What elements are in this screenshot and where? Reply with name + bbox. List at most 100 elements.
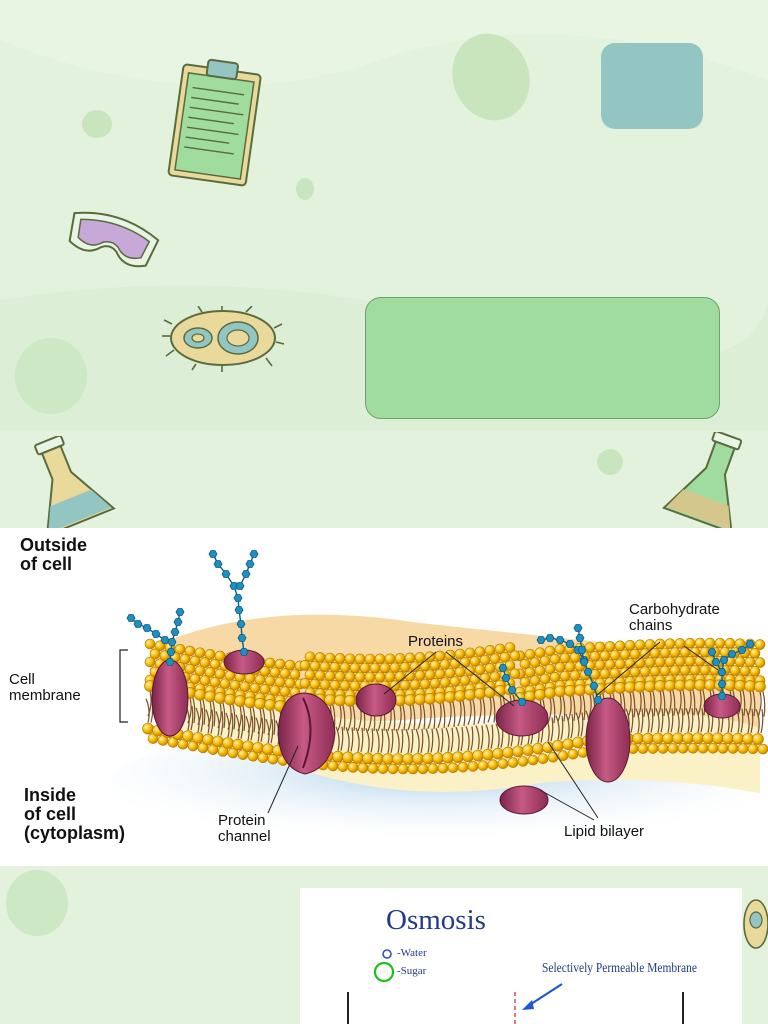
lipid-head	[680, 665, 690, 675]
lipid-head	[415, 652, 425, 662]
lipid-head	[245, 697, 256, 708]
lipid-head	[405, 653, 415, 663]
green-placeholder-box	[365, 297, 720, 419]
lipid-head	[420, 679, 430, 689]
lipid-head	[325, 694, 336, 705]
lipid-head	[388, 764, 398, 774]
sugar-unit	[240, 649, 248, 656]
lipid-head	[335, 671, 345, 681]
lipid-head	[433, 753, 444, 764]
lipid-head	[570, 670, 580, 680]
lipid-head	[305, 652, 315, 662]
lipid-head	[630, 667, 640, 677]
decorative-blob	[15, 338, 87, 414]
lipid-head	[365, 654, 375, 664]
sugar-unit	[578, 647, 586, 654]
lipid-head	[585, 643, 595, 653]
sugar-unit	[143, 625, 151, 632]
lipid-head	[705, 638, 715, 648]
lipid-head	[655, 657, 665, 667]
lipid-head	[533, 743, 544, 754]
sugar-unit	[576, 635, 584, 642]
lipid-head	[625, 682, 636, 693]
lipid-head	[350, 681, 360, 691]
lipid-head	[345, 695, 356, 706]
lipid-head	[678, 743, 688, 753]
sugar-unit	[718, 669, 726, 676]
sugar-unit	[237, 621, 245, 628]
lipid-head	[373, 753, 384, 764]
sugar-unit	[176, 609, 184, 616]
decorative-blob	[597, 449, 623, 475]
lipid-head	[300, 660, 310, 670]
lipid-head	[510, 669, 520, 679]
lipid-tail	[761, 709, 763, 733]
lipid-head	[538, 754, 548, 764]
sugar-unit	[214, 561, 222, 568]
sugar-unit	[712, 659, 720, 666]
lipid-head	[503, 747, 514, 758]
lipid-head	[430, 660, 440, 670]
lipid-head	[703, 733, 714, 744]
lipid-head	[590, 651, 600, 661]
lipid-head	[675, 638, 685, 648]
lipid-head	[688, 743, 698, 753]
sugar-unit	[546, 635, 554, 642]
lipid-head	[205, 691, 216, 702]
lipid-head	[630, 649, 640, 659]
lipid-head	[468, 761, 478, 771]
lipid-head	[383, 753, 394, 764]
lipid-head	[660, 648, 670, 658]
lipid-head	[338, 762, 348, 772]
sugar-unit	[537, 637, 545, 644]
lipid-head	[548, 752, 558, 762]
osmosis-graphics	[300, 888, 742, 1024]
lipid-head	[380, 663, 390, 673]
sugar-unit	[508, 687, 516, 694]
teal-placeholder-box	[601, 43, 703, 129]
sugar-unit	[171, 629, 179, 636]
lipid-head	[568, 749, 578, 759]
carbohydrate-chains-label: Carbohydrate chains	[629, 602, 720, 634]
lipid-head	[425, 670, 435, 680]
sugar-unit	[234, 595, 242, 602]
lipid-head	[330, 680, 340, 690]
lipid-head	[403, 753, 414, 764]
lipid-head	[375, 672, 385, 682]
lipid-head	[263, 744, 274, 755]
lipid-head	[555, 662, 565, 672]
lipid-head	[673, 733, 684, 744]
inside-of-cell-label: Inside of cell (cytoplasm)	[24, 786, 125, 843]
lipid-head	[605, 641, 615, 651]
lipid-head	[203, 734, 214, 745]
sugar-unit	[161, 637, 169, 644]
lipid-head	[335, 653, 345, 663]
sugar-unit	[584, 669, 592, 676]
lipid-head	[315, 670, 325, 680]
lipid-head	[343, 752, 354, 763]
lipid-head	[665, 680, 676, 691]
lipid-head	[233, 739, 244, 750]
sugar-unit	[590, 683, 598, 690]
lipid-head	[735, 657, 745, 667]
lipid-head	[225, 694, 236, 705]
lipid-head	[730, 665, 740, 675]
lipid-head	[463, 751, 474, 762]
lipid-head	[415, 670, 425, 680]
lipid-head	[390, 663, 400, 673]
sugar-unit	[718, 693, 726, 700]
lipid-head	[355, 654, 365, 664]
lipid-head	[195, 689, 206, 700]
lipid-head	[518, 756, 528, 766]
lipid-head	[745, 657, 755, 667]
lipid-head	[425, 693, 436, 704]
sugar-unit	[708, 649, 716, 656]
lipid-head	[725, 638, 735, 648]
lipid-head	[560, 671, 570, 681]
sugar-unit	[127, 615, 135, 622]
lipid-head	[528, 755, 538, 765]
sugar-unit	[235, 607, 243, 614]
lipid-head	[683, 733, 694, 744]
lipid-head	[663, 733, 674, 744]
protein	[586, 698, 630, 782]
